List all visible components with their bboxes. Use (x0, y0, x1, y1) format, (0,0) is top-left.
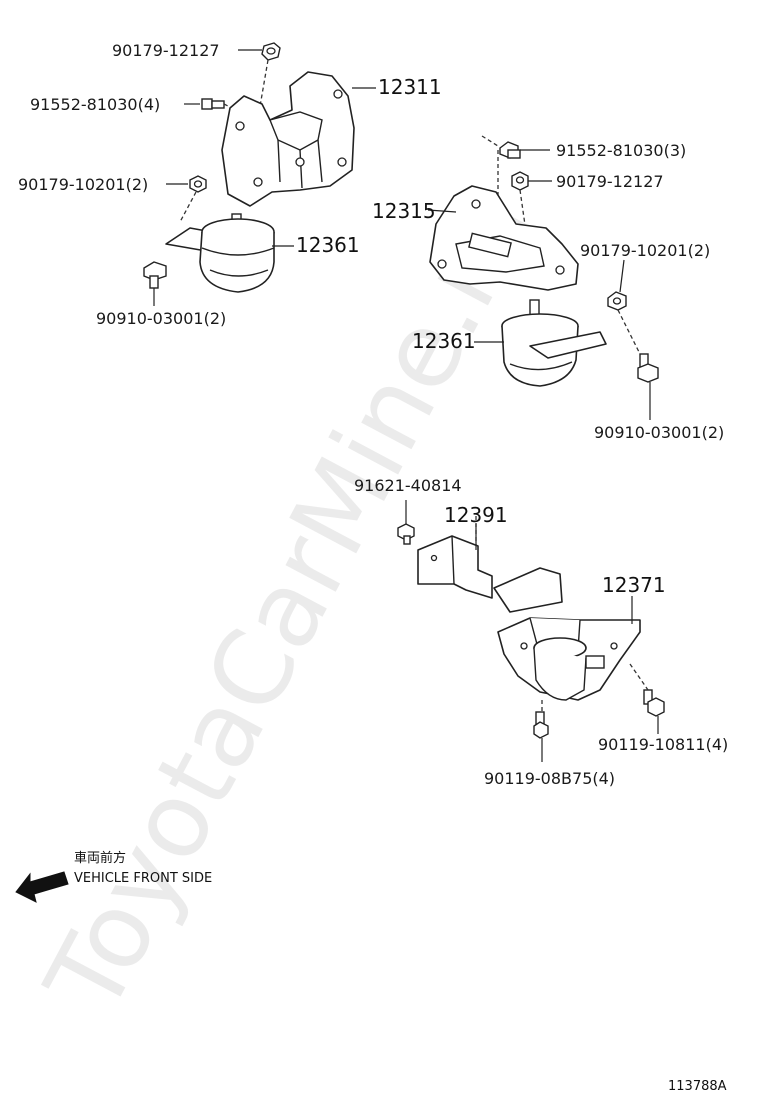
direction-label-en: VEHICLE FRONT SIDE (74, 871, 212, 886)
part-label-90179-10201-2: 90179-10201(2) (18, 175, 148, 194)
part-label-90179-10201-2: 90179-10201(2) (580, 241, 710, 260)
figure-code: 113788A (668, 1079, 727, 1094)
part-label-90910-03001-2: 90910-03001(2) (96, 309, 226, 328)
part-label-90119-10811-4: 90119-10811(4) (598, 735, 728, 754)
bolt-icon[interactable] (143, 261, 167, 289)
watermark: ToyotaCarMine.ru (22, 172, 557, 1032)
part-label-12391: 12391 (444, 503, 508, 527)
bolt-icon[interactable] (201, 98, 225, 110)
part-label-90910-03001-2: 90910-03001(2) (594, 423, 724, 442)
nut-icon[interactable] (607, 291, 627, 311)
bolt-icon[interactable] (637, 353, 659, 383)
part-label-90119-08B75-4: 90119-08B75(4) (484, 769, 615, 788)
bracket-plate-12391[interactable] (417, 535, 493, 599)
engine-mount-bracket-12311[interactable] (221, 71, 355, 207)
nut-icon[interactable] (511, 171, 529, 191)
engine-mount-insulator-12361[interactable] (165, 213, 275, 293)
engine-mount-insulator-12361[interactable] (501, 299, 607, 387)
part-label-91621-40814: 91621-40814 (354, 476, 462, 495)
part-label-12361: 12361 (296, 233, 360, 257)
nut-icon[interactable] (189, 175, 207, 193)
part-label-12361: 12361 (412, 329, 476, 353)
bolt-icon[interactable] (397, 523, 415, 545)
engine-mount-12371[interactable] (493, 567, 641, 701)
part-label-91552-81030-4: 91552-81030(4) (30, 95, 160, 114)
nut-icon[interactable] (261, 42, 281, 61)
part-label-12311: 12311 (378, 75, 442, 99)
bolt-icon[interactable] (643, 689, 665, 717)
part-label-90179-12127: 90179-12127 (556, 172, 664, 191)
bolt-icon[interactable] (533, 711, 549, 739)
part-label-12371: 12371 (602, 573, 666, 597)
engine-mount-bracket-12315[interactable] (429, 185, 579, 291)
direction-label-jp: 車両前方 (74, 850, 126, 866)
part-label-90179-12127: 90179-12127 (112, 41, 220, 60)
front-arrow-icon (15, 871, 69, 903)
part-label-91552-81030-3: 91552-81030(3) (556, 141, 686, 160)
bolt-icon[interactable] (499, 141, 521, 159)
part-label-12315: 12315 (372, 199, 436, 223)
